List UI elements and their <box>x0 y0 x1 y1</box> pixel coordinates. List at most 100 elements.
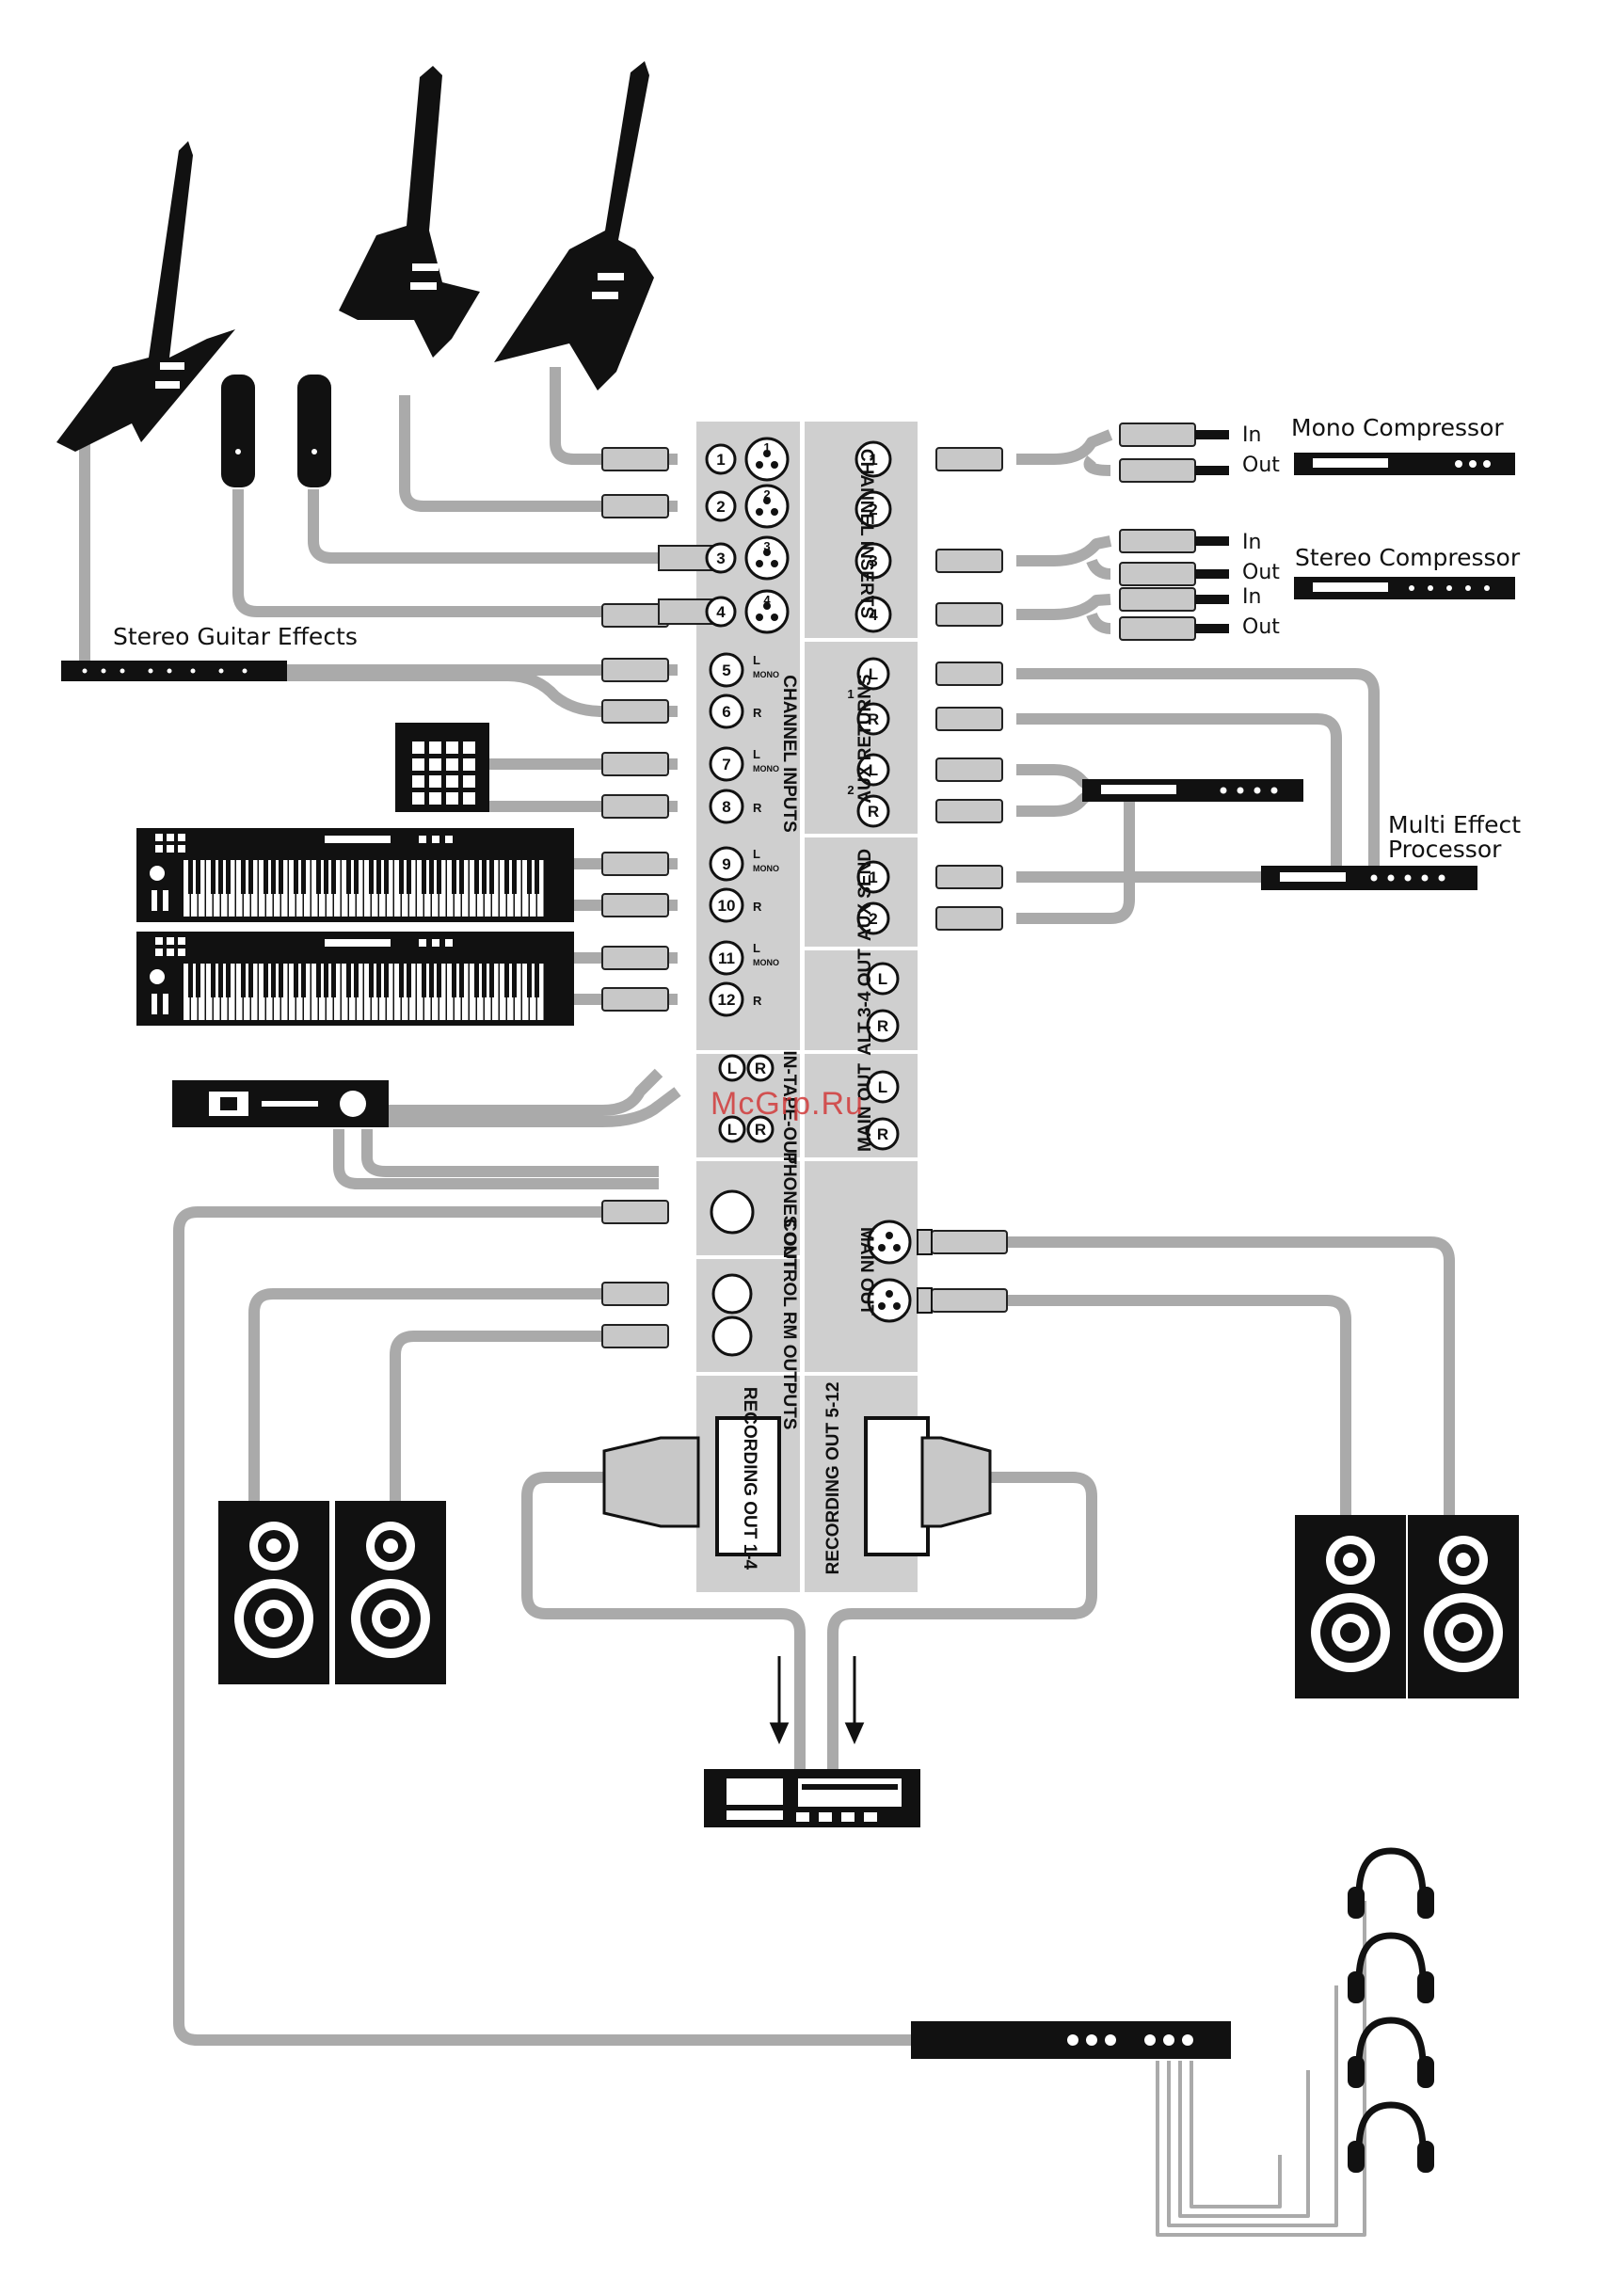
cable-aux-return-1-r <box>1016 713 1342 866</box>
guitar-icon <box>56 141 235 452</box>
svg-text:MONO: MONO <box>753 958 779 967</box>
aux-return-2-rack <box>1082 779 1303 802</box>
stereo-compressor-rack <box>1294 577 1515 599</box>
keyboard-icon <box>136 932 574 1026</box>
watermark: McGrp.Ru <box>711 1086 864 1122</box>
svg-text:3: 3 <box>763 539 770 553</box>
svg-text:R: R <box>755 1060 766 1077</box>
section-main-out-xlr: MAIN OUT <box>856 1227 876 1315</box>
svg-text:11: 11 <box>718 949 735 967</box>
svg-text:MONO: MONO <box>753 670 779 679</box>
svg-text:MONO: MONO <box>753 764 779 773</box>
arrow-down-icon <box>844 1656 865 1745</box>
cable-insert-4 <box>1016 594 1111 634</box>
svg-text:L: L <box>753 941 760 955</box>
svg-text:L: L <box>727 1060 737 1077</box>
cable-guitar-2-to-ch2 <box>399 395 678 512</box>
svg-text:R: R <box>868 803 879 821</box>
svg-text:L: L <box>753 747 760 761</box>
cable-tape-in-r <box>386 1087 681 1127</box>
microphone-icon <box>221 375 331 487</box>
cable-aux-send-2 <box>1016 800 1135 924</box>
headphones-icon <box>1348 2017 1434 2088</box>
cable-tape-out-r <box>361 1129 659 1177</box>
drum-machine-icon <box>395 723 489 812</box>
headphones-icon <box>1348 2101 1434 2173</box>
tape-deck-rack <box>172 1080 389 1127</box>
svg-text:6: 6 <box>722 703 730 721</box>
cable-insert-3 <box>1016 535 1112 580</box>
svg-text:1: 1 <box>869 451 877 469</box>
svg-text:R: R <box>877 1125 888 1143</box>
svg-text:10: 10 <box>718 897 736 915</box>
section-recording-out-5-12: RECORDING OUT 5-12 <box>823 1381 843 1575</box>
section-channel-inserts: CHANNEL INSERTS <box>856 448 876 619</box>
svg-text:R: R <box>753 900 762 914</box>
insert-3-out-label: Out <box>1242 561 1280 584</box>
svg-text:1: 1 <box>763 440 770 454</box>
speaker-icon <box>218 1501 329 1684</box>
svg-text:R: R <box>877 1017 888 1035</box>
svg-text:MONO: MONO <box>753 864 779 873</box>
insert-4-in-label: In <box>1242 585 1262 609</box>
svg-text:R: R <box>755 1121 766 1139</box>
svg-text:4: 4 <box>869 606 878 624</box>
svg-text:1: 1 <box>847 687 854 701</box>
svg-text:7: 7 <box>722 756 730 773</box>
cable-main-out-r <box>1007 1295 1351 1515</box>
svg-text:R: R <box>868 710 879 728</box>
svg-text:4: 4 <box>716 603 726 621</box>
svg-text:1: 1 <box>716 451 725 469</box>
speaker-icon <box>1295 1515 1406 1698</box>
insert-4-out-label: Out <box>1242 615 1280 639</box>
svg-text:L: L <box>878 1078 887 1096</box>
svg-text:2: 2 <box>763 487 770 502</box>
cable-aux-return-2-r <box>1016 788 1095 817</box>
stereo-compressor-label: Stereo Compressor <box>1295 544 1521 571</box>
mono-compressor-label: Mono Compressor <box>1291 414 1504 441</box>
cable-insert-1 <box>1016 429 1113 476</box>
stereo-guitar-effects-rack <box>61 661 287 681</box>
multi-effect-processor-rack <box>1261 866 1477 890</box>
cable-effects-to-ch6 <box>282 670 678 717</box>
svg-text:R: R <box>753 994 762 1008</box>
insert-3-in-label: In <box>1242 531 1262 554</box>
svg-text:R: R <box>753 801 762 815</box>
cable-aux-return-2-l <box>1016 764 1095 793</box>
svg-text:2: 2 <box>716 498 725 516</box>
guitar-icon <box>339 66 480 358</box>
cable-phones-out <box>173 1206 911 2046</box>
svg-text:L: L <box>869 665 878 683</box>
svg-text:8: 8 <box>722 798 730 816</box>
svg-text:5: 5 <box>722 662 730 679</box>
svg-text:2: 2 <box>847 783 854 797</box>
cable-tape-in-l <box>386 1068 663 1116</box>
svg-text:L: L <box>753 847 760 861</box>
cable-rec-out-1-4 <box>521 1472 806 1769</box>
db25-connector-icon <box>602 1416 781 1556</box>
svg-text:L: L <box>753 653 760 667</box>
svg-text:3: 3 <box>716 550 725 567</box>
cable-mic-1-to-ch4 <box>232 489 659 617</box>
cable-control-rm-r <box>390 1331 602 1506</box>
cable-hp-1 <box>1156 1901 1366 2237</box>
svg-text:R: R <box>753 706 762 720</box>
cable-mic-2-to-ch3 <box>308 489 659 564</box>
svg-text:3: 3 <box>869 552 877 570</box>
svg-text:2: 2 <box>869 910 877 928</box>
mono-compressor-rack <box>1294 453 1515 475</box>
plugs <box>601 423 1196 1348</box>
cable-aux-return-1-l <box>1016 668 1380 866</box>
headphones-icon <box>1348 1932 1434 2003</box>
db25-connector-icon <box>864 1416 992 1556</box>
stereo-guitar-effects-label: Stereo Guitar Effects <box>113 623 358 650</box>
cable-rec-out-5-12 <box>827 1472 1097 1769</box>
multi-effect-processor-label-2: Processor <box>1388 836 1502 863</box>
cable-main-out-l <box>1007 1236 1455 1515</box>
cable-control-rm-l <box>248 1288 602 1506</box>
svg-text:L: L <box>869 761 878 779</box>
keyboard-icon <box>136 828 574 922</box>
